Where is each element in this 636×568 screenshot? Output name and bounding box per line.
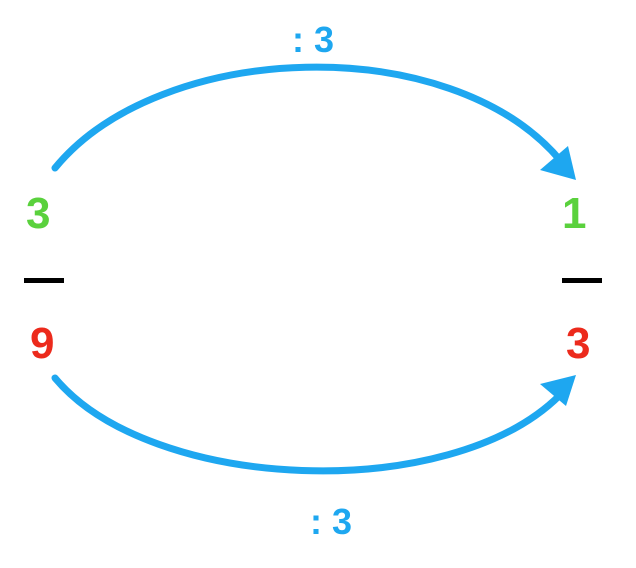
top-division-arrow	[51, 63, 564, 172]
left-denominator: 9	[30, 319, 55, 368]
left-numerator: 3	[26, 189, 51, 238]
left-fraction-bar	[24, 278, 64, 283]
right-fraction-bar	[562, 278, 602, 283]
bottom-division-arrow	[51, 374, 564, 475]
top-arrowhead-icon	[540, 146, 576, 180]
bottom-operation-label: : 3	[309, 501, 353, 542]
right-numerator: 1	[562, 189, 587, 238]
right-denominator: 3	[566, 319, 591, 368]
top-operation-label: : 3	[291, 19, 335, 60]
bottom-arrowhead-icon	[540, 375, 576, 406]
